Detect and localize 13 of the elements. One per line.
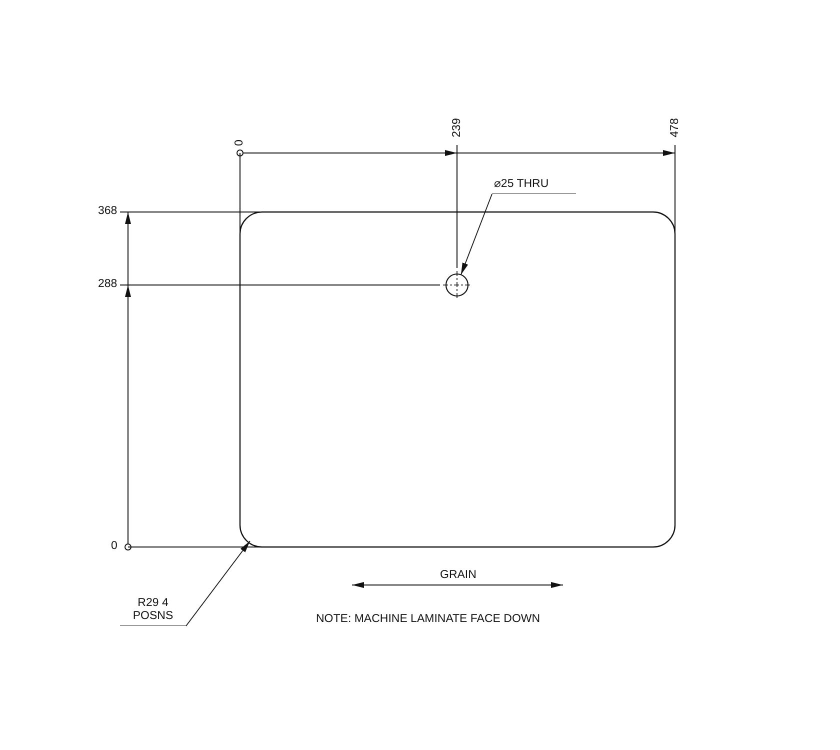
dimension-value: 368 (98, 206, 118, 218)
leader-line (186, 540, 250, 626)
dimension-value: 0 (234, 140, 246, 146)
grain-label: GRAIN (440, 570, 476, 582)
dimension-value: 288 (98, 279, 118, 290)
dimension-value: 478 (669, 118, 681, 137)
dimension-value: 0 (111, 541, 118, 552)
hole-callout: ⌀25 THRU (492, 178, 576, 194)
dimension-value: 239 (451, 118, 463, 137)
note-text: NOTE: MACHINE LAMINATE FACE DOWN (316, 614, 540, 626)
hole-symbol (443, 271, 471, 299)
radius-callout: R29 4 POSNS (120, 597, 186, 626)
leader-line (460, 194, 492, 276)
